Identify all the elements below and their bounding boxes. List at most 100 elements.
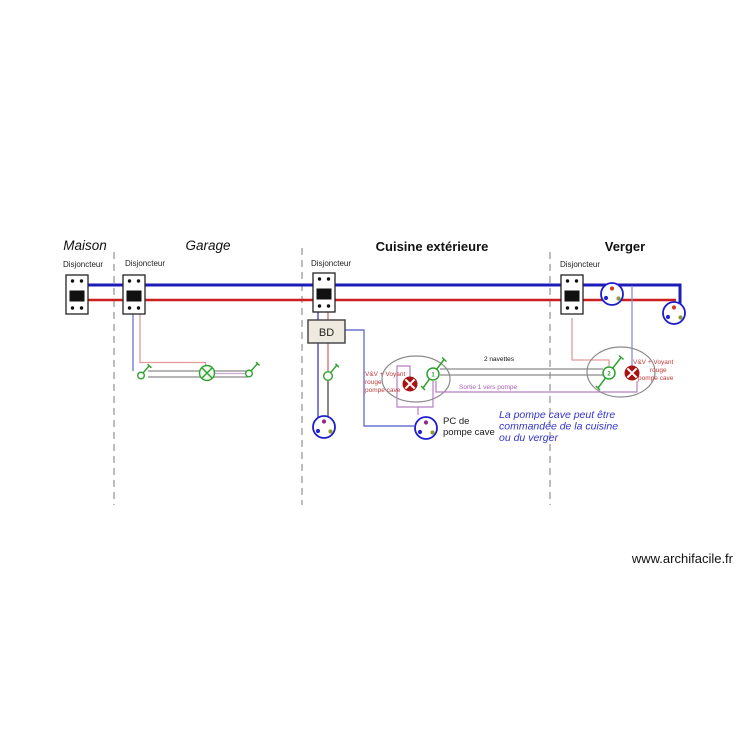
socket-dot-olive bbox=[678, 315, 683, 320]
socket-dot-olive bbox=[616, 296, 621, 301]
cuisine-violet-switch-drop bbox=[418, 381, 434, 408]
switch-pivot bbox=[244, 369, 253, 378]
breaker-dot bbox=[574, 279, 579, 283]
verger-vv-caption-1: V&V + Voyant bbox=[633, 359, 673, 366]
breaker-label-maison: Disjoncteur bbox=[63, 260, 103, 269]
socket-dot-blue bbox=[315, 428, 321, 434]
breaker-label-cuisine: Disjoncteur bbox=[311, 259, 351, 268]
cuisine-socket-icon[interactable] bbox=[312, 415, 336, 439]
pump-socket-icon[interactable] bbox=[414, 416, 438, 440]
cuisine-vv-caption-2: rouge bbox=[365, 379, 382, 386]
breaker-dot bbox=[317, 304, 322, 308]
switch-pivot bbox=[136, 371, 145, 380]
cuisine-light-switch[interactable] bbox=[323, 363, 340, 382]
bd-junction-box[interactable]: BD bbox=[307, 319, 346, 344]
breaker-dot bbox=[326, 277, 331, 281]
switch-lever-tick bbox=[335, 363, 340, 368]
annotation-line-2: commandée de la cuisine bbox=[499, 421, 618, 433]
switch-lever2-tick bbox=[595, 385, 601, 391]
zone-title-verger: Verger bbox=[605, 239, 645, 254]
breaker-band bbox=[126, 290, 142, 302]
socket-dot-red bbox=[609, 286, 615, 291]
breaker-label-garage: Disjoncteur bbox=[125, 259, 165, 268]
switch-lever-tick bbox=[255, 361, 260, 366]
breaker-band bbox=[564, 290, 580, 302]
verger-circuit: 2 V&V + Voyant rouge pompe cave bbox=[571, 282, 686, 398]
bd-box-rect bbox=[307, 319, 346, 344]
verger-voyant-icon[interactable] bbox=[624, 365, 640, 381]
breaker-dot bbox=[79, 279, 84, 283]
breaker-dot bbox=[136, 306, 141, 310]
garage-switch-right[interactable] bbox=[244, 361, 260, 378]
circuit-breaker-garage[interactable] bbox=[122, 274, 146, 315]
breaker-dot bbox=[317, 277, 322, 281]
navettes-label: 2 navettes bbox=[484, 356, 515, 363]
socket-dot-olive bbox=[328, 429, 333, 434]
switch-lever bbox=[142, 365, 151, 374]
cuisine-circuit: BD 1 bbox=[307, 312, 495, 440]
switch-lever-tick bbox=[618, 354, 624, 361]
switch-lever bbox=[250, 363, 259, 372]
breaker-dot bbox=[574, 306, 579, 310]
circuit-breaker-verger[interactable] bbox=[560, 274, 584, 315]
socket-dot-blue bbox=[417, 429, 423, 435]
socket-dot-red bbox=[671, 305, 677, 310]
switch-lever bbox=[329, 364, 338, 374]
switch-lever2 bbox=[422, 378, 431, 389]
annotation-note[interactable]: La pompe cave peut être commandée de la … bbox=[499, 409, 618, 444]
archifacile-watermark: www.archifacile.fr bbox=[631, 551, 734, 566]
switch-number: 1 bbox=[431, 373, 435, 379]
switch-lever2 bbox=[597, 377, 607, 389]
bd-box-label: BD bbox=[319, 327, 334, 339]
annotation-line-3: ou du verger bbox=[499, 432, 558, 444]
socket-ring bbox=[600, 282, 624, 306]
garage-switch-left[interactable] bbox=[136, 363, 152, 380]
circuit-breaker-maison[interactable] bbox=[65, 274, 89, 315]
socket-dot-blue bbox=[665, 314, 671, 320]
verger-socket-1-icon[interactable] bbox=[600, 282, 624, 306]
switch-lever-tick bbox=[147, 363, 152, 369]
breaker-dot bbox=[79, 306, 84, 310]
breaker-label-verger: Disjoncteur bbox=[560, 260, 600, 269]
lamp-cross bbox=[201, 367, 213, 379]
switch-lever bbox=[611, 357, 622, 369]
zone-title-cuisine: Cuisine extérieure bbox=[376, 239, 489, 254]
socket-ring bbox=[414, 416, 438, 440]
cuisine-violet-loop bbox=[396, 365, 419, 415]
sortie-label: Sortie 1 vers pompe bbox=[459, 384, 518, 391]
garage-wire-pink bbox=[139, 312, 207, 366]
voyant-cross bbox=[404, 378, 416, 390]
main-wire-blue bbox=[87, 283, 682, 307]
socket-dot-blue bbox=[603, 295, 609, 301]
cuisine-vv-caption-1: V&V + Voyant bbox=[365, 371, 405, 378]
verger-socket-2-icon[interactable] bbox=[662, 301, 686, 325]
pump-socket-label-1: PC de bbox=[443, 416, 469, 427]
verger-vv-caption-3: pompe cave bbox=[638, 375, 674, 382]
circuit-breaker-cuisine[interactable] bbox=[312, 272, 336, 313]
socket-dot-purple bbox=[321, 419, 327, 424]
cuisine-vv-group-ellipse bbox=[381, 355, 451, 403]
inter-zone-wires bbox=[435, 368, 638, 393]
socket-dot-olive bbox=[430, 430, 435, 435]
pump-output-wire bbox=[435, 381, 638, 393]
breaker-dot bbox=[127, 306, 132, 310]
cuisine-voyant-icon[interactable] bbox=[402, 376, 418, 392]
switch-pivot bbox=[602, 366, 616, 380]
switch-number: 2 bbox=[607, 372, 611, 378]
garage-lamp-icon[interactable] bbox=[198, 364, 216, 382]
switch-lever bbox=[435, 359, 445, 370]
breaker-band bbox=[69, 290, 85, 302]
breaker-dot bbox=[565, 306, 570, 310]
verger-vv-group-ellipse bbox=[586, 346, 656, 398]
breaker-dot bbox=[565, 279, 570, 283]
cuisine-vv-switch[interactable]: 1 bbox=[420, 356, 447, 391]
switch-pivot bbox=[426, 367, 440, 381]
cuisine-vv-caption-3: pompe cave bbox=[365, 387, 401, 394]
breaker-dot bbox=[127, 279, 132, 283]
garage-circuit bbox=[132, 312, 260, 382]
socket-dot-purple bbox=[423, 420, 429, 425]
verger-vv-switch[interactable]: 2 bbox=[595, 354, 624, 391]
annotation-line-1: La pompe cave peut être bbox=[499, 409, 615, 421]
breaker-dot bbox=[326, 304, 331, 308]
